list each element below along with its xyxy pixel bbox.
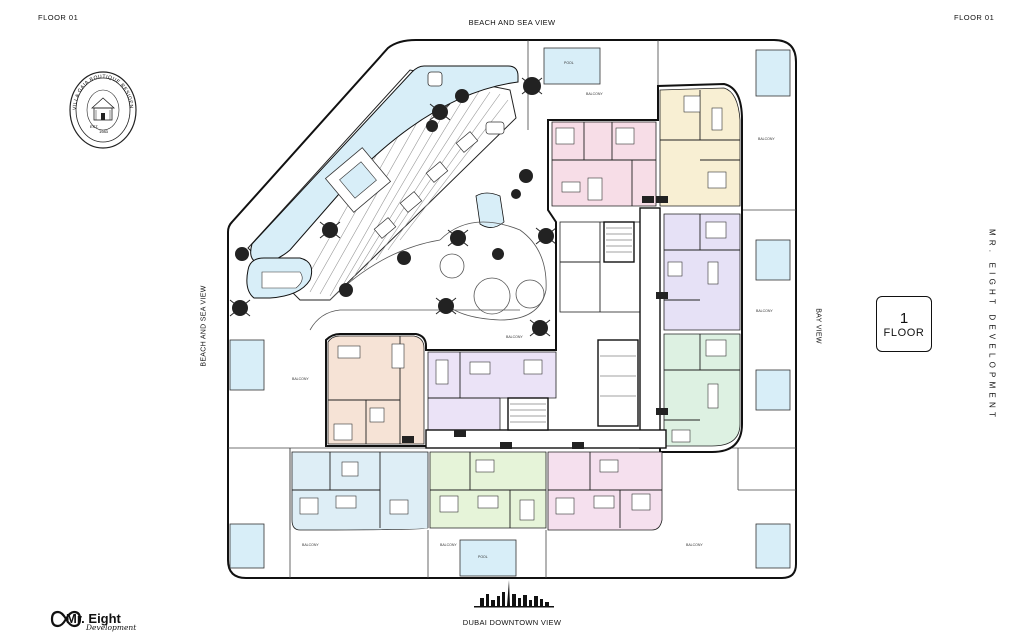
plan-small-labels: BALCONY BALCONY BALCONY BALCONY BALCONY …	[292, 61, 775, 559]
view-label-bottom: DUBAI DOWNTOWN VIEW	[462, 618, 562, 627]
unit-tags	[402, 196, 668, 449]
svg-text:BALCONY: BALCONY	[758, 137, 775, 141]
floor-label-left: FLOOR 01	[38, 13, 79, 22]
dubai-skyline-icon	[474, 580, 554, 608]
svg-text:POOL: POOL	[478, 555, 488, 559]
sun-loungers	[373, 121, 505, 239]
svg-text:BALCONY: BALCONY	[756, 309, 773, 313]
villa-gaia-seal-logo: EST. 1983 VILLA GAIA BOUTIQUE RESIDENCE	[68, 70, 137, 149]
jacuzzi	[324, 147, 392, 213]
svg-text:BALCONY: BALCONY	[586, 92, 603, 96]
svg-text:POOL: POOL	[564, 61, 574, 65]
svg-text:BALCONY: BALCONY	[686, 543, 703, 547]
floor-word: FLOOR	[883, 326, 925, 339]
svg-text:BALCONY: BALCONY	[440, 543, 457, 547]
furniture	[299, 95, 727, 521]
svg-text:BALCONY: BALCONY	[506, 335, 523, 339]
unit-sky-sw	[291, 451, 429, 531]
svg-text:BALCONY: BALCONY	[292, 377, 309, 381]
pool-island	[427, 71, 443, 87]
unit-rose-south	[547, 451, 663, 531]
floor-badge: 1 FLOOR	[876, 296, 932, 352]
svg-text:BALCONY: BALCONY	[302, 543, 319, 547]
floor-label-right: FLOOR 01	[954, 13, 995, 22]
mr-eight-infinity-icon	[50, 610, 82, 628]
garden-paths	[309, 221, 547, 331]
brand-subtitle: Development	[86, 623, 137, 632]
water-feature	[475, 192, 505, 228]
building-core	[425, 207, 667, 449]
palm-fronds	[229, 77, 557, 337]
unit-mint-se	[663, 333, 741, 447]
perimeter-pools	[229, 47, 791, 577]
view-label-top: BEACH AND SEA VIEW	[468, 18, 556, 27]
seal-est: EST.	[90, 124, 98, 129]
seal-year: 1983	[99, 129, 109, 134]
unit-lavender-east	[663, 213, 741, 331]
floor-number: 1	[899, 309, 909, 327]
brand-name: Mr. Eight	[66, 611, 121, 626]
stair-treads	[510, 227, 636, 423]
